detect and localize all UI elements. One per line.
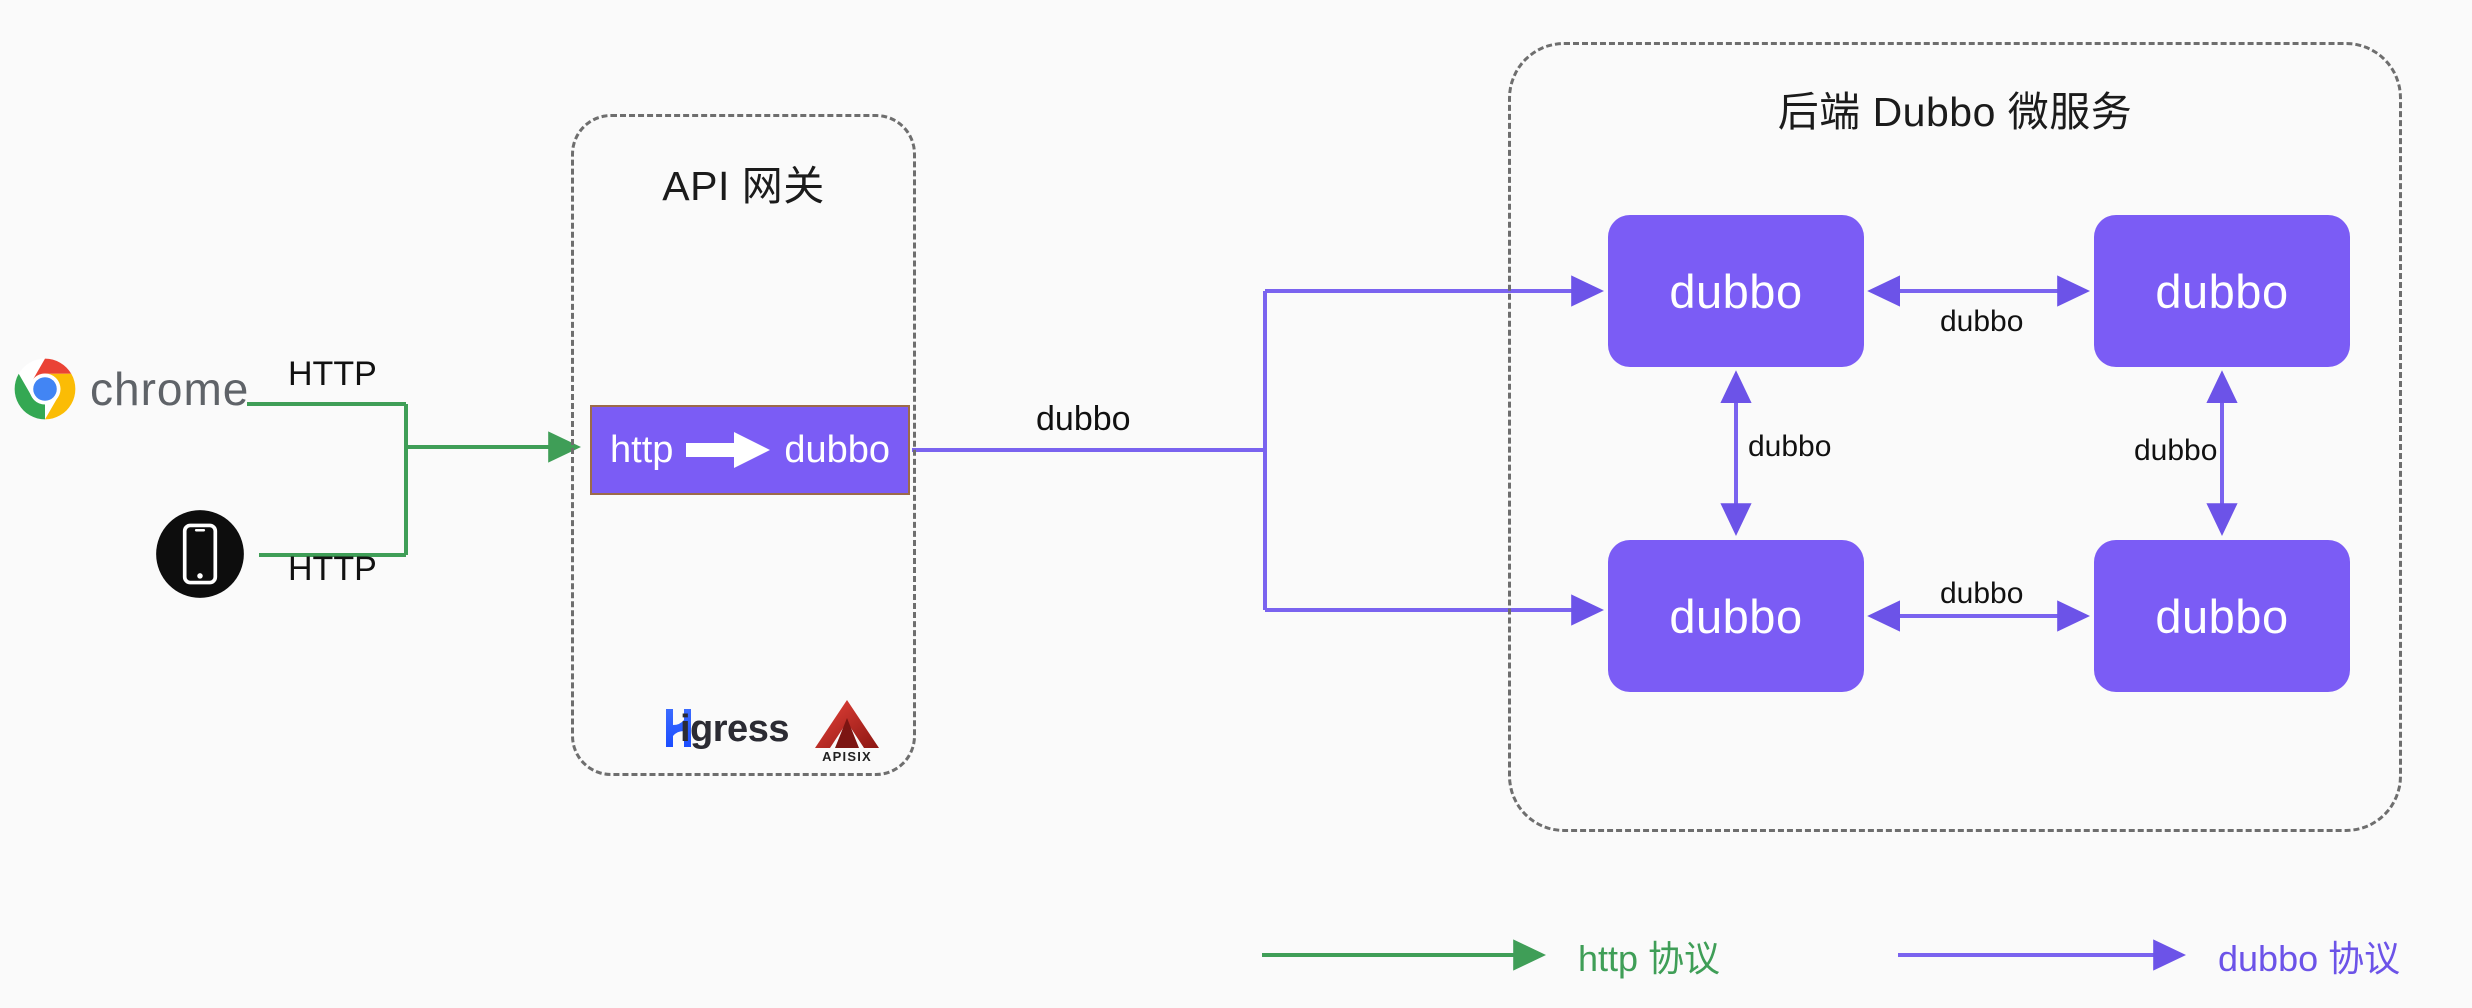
dubbo-service-node-top-right[interactable]: dubbo [2094, 215, 2350, 367]
dubbo-service-node-bottom-left[interactable]: dubbo [1608, 540, 1864, 692]
dubbo-edge-label-left-column: dubbo [1748, 430, 1832, 463]
dubbo-gateway-connectors [912, 275, 1605, 626]
dubbo-edge-label-gateway: dubbo [1036, 400, 1131, 438]
dubbo-service-node-bottom-right[interactable]: dubbo [2094, 540, 2350, 692]
api-gateway-title: API 网关 [662, 163, 825, 209]
svg-text:APISIX: APISIX [822, 749, 872, 764]
legend-http-label: http 协议 [1578, 938, 1721, 979]
higress-wordmark: igress [680, 708, 789, 750]
higress-logo-icon [666, 709, 691, 747]
converter-from-label: http [610, 428, 674, 471]
converter-to-label: dubbo [784, 428, 890, 471]
dubbo-edge-label-top-row: dubbo [1940, 305, 2024, 338]
legend-dubbo-label: dubbo 协议 [2218, 938, 2401, 979]
chrome-logo-icon [14, 358, 76, 420]
backend-microservices-title: 后端 Dubbo 微服务 [1777, 89, 2133, 135]
right-arrow-icon [685, 432, 770, 468]
http-connectors [247, 402, 582, 557]
http-edge-label-bottom: HTTP [288, 550, 377, 588]
dubbo-service-node-top-left[interactable]: dubbo [1608, 215, 1864, 367]
apisix-logo-icon: APISIX [815, 700, 879, 764]
dubbo-edge-label-bottom-row: dubbo [1940, 577, 2024, 610]
mobile-phone-icon [156, 510, 244, 598]
api-gateway-container [571, 114, 916, 776]
backend-microservices-container [1508, 42, 2402, 832]
chrome-label: chrome [90, 363, 250, 415]
http-edge-label-top: HTTP [288, 355, 377, 393]
http-to-dubbo-converter[interactable]: http dubbo [590, 405, 910, 495]
dubbo-edge-label-right-column: dubbo [2134, 434, 2218, 467]
